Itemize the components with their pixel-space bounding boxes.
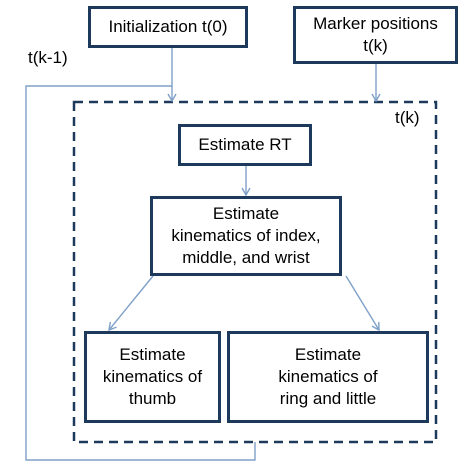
- init-node: Initialization t(0): [88, 6, 248, 48]
- time-step-frame: [72, 100, 438, 444]
- marker-positions-node: Marker positions t(k): [293, 6, 458, 64]
- arrow-index-to-thumb: [108, 275, 154, 332]
- feedback-loop-line: [25, 48, 256, 461]
- arrow-index-to-ring: [345, 275, 380, 332]
- feedback-label: t(k-1): [26, 48, 70, 68]
- estimate-thumb-node: Estimate kinematics of thumb: [84, 331, 221, 423]
- estimate-ring-node: Estimate kinematics of ring and little: [227, 331, 429, 423]
- loop-label: t(k): [393, 108, 422, 128]
- estimate-index-node: Estimate kinematics of index, middle, an…: [150, 196, 342, 276]
- estimate-rt-node: Estimate RT: [178, 124, 312, 166]
